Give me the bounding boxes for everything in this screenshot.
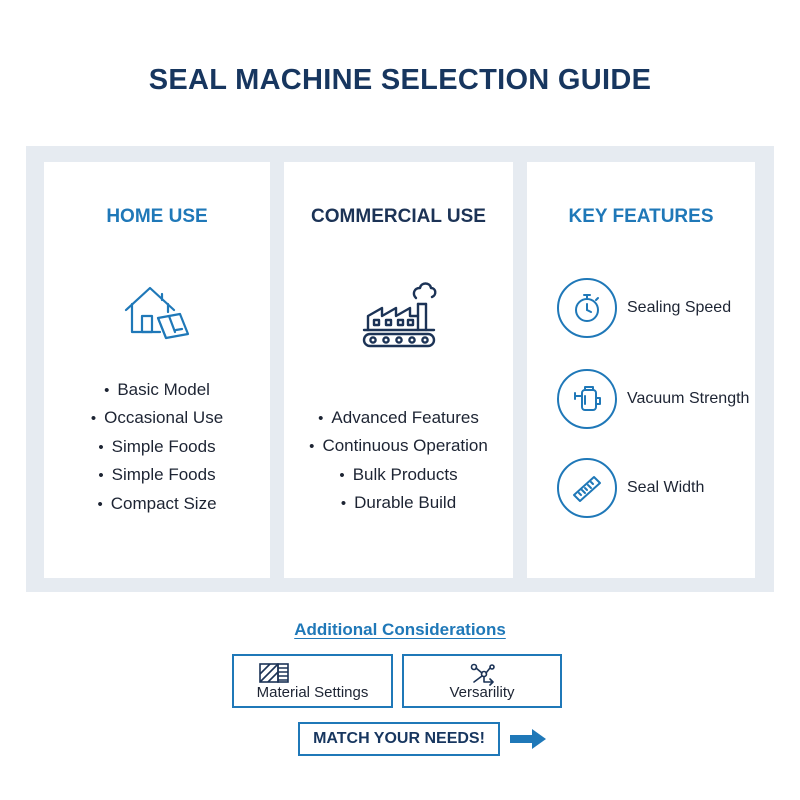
list-item: •Advanced Features (318, 408, 479, 427)
material-settings-label: Material Settings (256, 684, 369, 701)
feature-row-seal-width: Seal Width (527, 458, 755, 518)
commercial-use-card: COMMERCIAL USE •Advanced Features •Conti… (284, 162, 513, 578)
commercial-use-title: COMMERCIAL USE (311, 206, 486, 227)
additional-considerations-title[interactable]: Additional Considerations (294, 620, 506, 639)
factory-conveyor-icon (362, 282, 437, 348)
vacuum-pump-icon (574, 386, 601, 411)
list-item: •Occasional Use (90, 408, 224, 428)
branching-flow-icon (470, 663, 495, 686)
key-features-card: KEY FEATURES Sealing Speed (527, 162, 755, 578)
commercial-use-list: •Advanced Features •Continuous Operation… (284, 404, 513, 518)
home-use-card: HOME USE •Basic Model •Occasional Use •S… (44, 162, 270, 578)
feature-label: Vacuum Strength (627, 390, 750, 407)
versatility-button[interactable]: Versarility (402, 654, 562, 708)
list-item: •Durable Build (340, 493, 457, 513)
material-settings-button[interactable]: Material Settings (232, 654, 393, 708)
list-item: •Basic Model (104, 380, 210, 399)
stopwatch-icon (575, 294, 599, 322)
material-swatch-icon (259, 663, 289, 683)
right-arrow-icon[interactable] (508, 727, 548, 751)
list-item: •Simple Foods (98, 436, 216, 456)
feature-icon-circle (557, 369, 617, 429)
ruler-icon (573, 476, 601, 502)
home-use-list: •Basic Model •Occasional Use •Simple Foo… (44, 376, 270, 518)
feature-row-vacuum-strength: Vacuum Strength (527, 369, 755, 429)
list-item: •Continuous Operation (309, 436, 488, 456)
feature-label: Sealing Speed (627, 299, 732, 316)
list-item: •Compact Size (97, 493, 217, 513)
home-use-title: HOME USE (106, 206, 208, 227)
list-item: •Simple Foods (98, 465, 216, 485)
match-your-needs-button[interactable]: MATCH YOUR NEEDS! (298, 722, 500, 756)
house-with-box-icon (124, 286, 190, 340)
versatility-label: Versarility (449, 684, 515, 701)
feature-label: Seal Width (627, 479, 705, 496)
list-item: •Bulk Products (339, 464, 458, 484)
key-features-title: KEY FEATURES (568, 206, 714, 227)
feature-icon-circle (557, 278, 617, 338)
page-title: SEAL MACHINE SELECTION GUIDE (148, 64, 652, 96)
feature-row-sealing-speed: Sealing Speed (527, 278, 755, 338)
feature-icon-circle (557, 458, 617, 518)
